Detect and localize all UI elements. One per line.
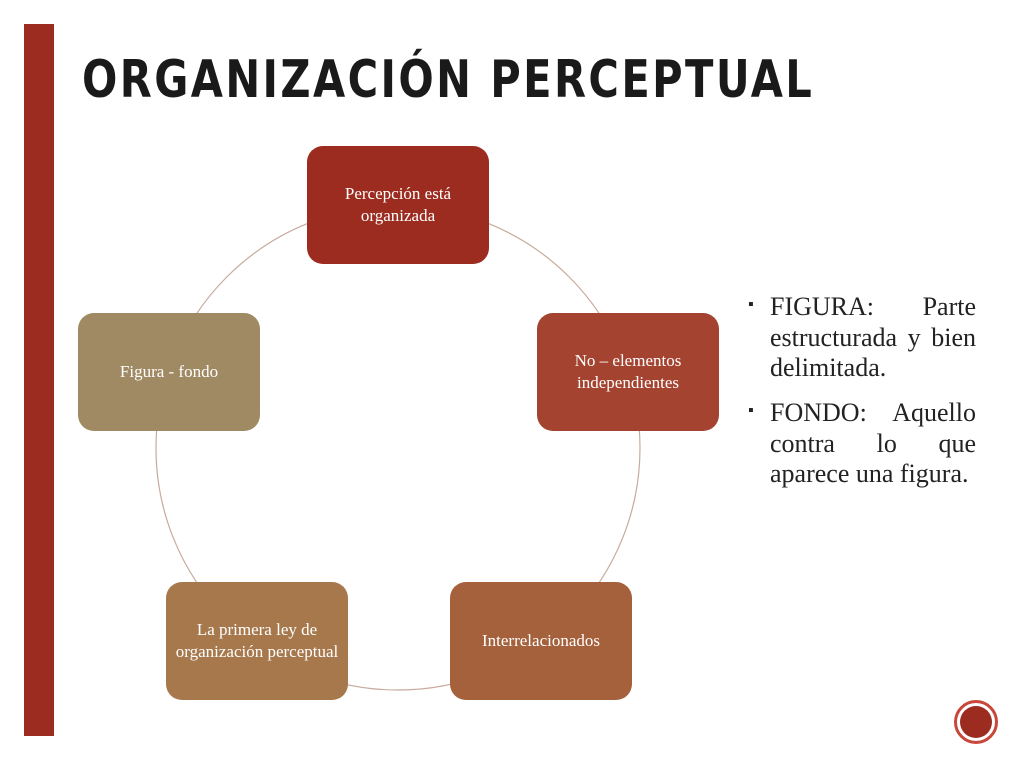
cycle-node-interrelacionados: Interrelacionados [450, 582, 632, 700]
cycle-node-percepcion: Percepción está organizada [307, 146, 489, 264]
cycle-node-label: Figura - fondo [119, 361, 219, 381]
bullet-list: ▪ FIGURA: Parte estructurada y bien deli… [748, 292, 976, 504]
cycle-node-label: Percepción está organizada [344, 183, 452, 225]
bullet-text: FONDO: Aquello contra lo que aparece una… [770, 398, 976, 489]
circle-badge-icon [954, 700, 998, 744]
bullet-text: FIGURA: Parte estructurada y bien delimi… [770, 292, 976, 383]
cycle-node-primera-ley: La primera ley de organización perceptua… [166, 582, 348, 700]
square-bullet-icon: ▪ [748, 402, 754, 420]
cycle-node-no-elementos: No – elementos independientes [537, 313, 719, 431]
slide-title: ORGANIZACIÓN PERCEPTUAL [82, 50, 815, 110]
circle-badge-inner [960, 706, 992, 738]
bullet-item-fondo: ▪ FONDO: Aquello contra lo que aparece u… [748, 398, 976, 490]
cycle-node-label: Interrelacionados [482, 630, 600, 650]
cycle-node-label: No – elementos independientes [574, 350, 682, 392]
square-bullet-icon: ▪ [748, 296, 754, 313]
cycle-node-label: La primera ley de organización perceptua… [175, 619, 339, 661]
accent-bar [24, 24, 54, 736]
cycle-node-figura-fondo: Figura - fondo [78, 313, 260, 431]
bullet-item-figura: ▪ FIGURA: Parte estructurada y bien deli… [748, 292, 976, 384]
